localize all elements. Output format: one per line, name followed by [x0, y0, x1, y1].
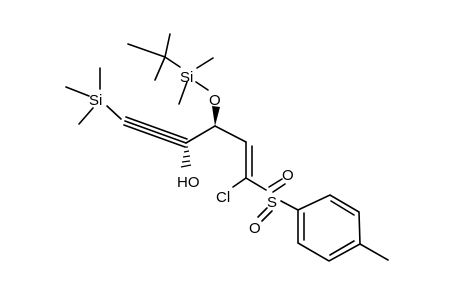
bond-vinyl-s — [245, 177, 267, 191]
bond-tbu-methyl-bottom — [154, 56, 166, 81]
bond-tms-methyl-left — [65, 86, 90, 97]
bond-tms-methyl-bottom — [78, 107, 94, 125]
bond-si-alkyne — [106, 105, 122, 120]
bond-tbu-methyl-left — [127, 43, 166, 58]
bond-c2-c3 — [185, 125, 216, 144]
bond-vinyl-cl — [232, 177, 247, 188]
bond-s-aryl — [280, 200, 299, 211]
si-tms-label: Si — [89, 92, 102, 109]
sulfonyl-o-bottom-label: O — [249, 220, 261, 237]
o-silyl-label: O — [209, 92, 221, 109]
bond-tbu-methyl-top — [164, 33, 171, 58]
sulfonyl-o-top-label: O — [282, 167, 294, 184]
sulfur-label: S — [267, 194, 277, 211]
bond-o-si — [195, 81, 209, 91]
tbs-group — [127, 33, 214, 105]
bond-c3-vinyl — [214, 125, 247, 143]
bond-si-tbu — [164, 56, 181, 68]
trimethylsilyl-group — [65, 67, 122, 125]
chloro-label: Cl — [216, 189, 230, 206]
sulfonyl-group — [257, 178, 299, 222]
tolyl-ring — [297, 194, 389, 262]
si-tbs-label: Si — [180, 69, 193, 86]
hydroxyl-label: HO — [177, 174, 200, 191]
alkyne-triple-bond — [123, 116, 188, 148]
vinyl-double-bond — [232, 141, 267, 191]
bond-si-methyl-lower — [178, 81, 188, 105]
hashed-wedge-oh — [180, 146, 192, 168]
bond-ring-methyl — [359, 243, 389, 261]
carbinol-center — [180, 125, 216, 168]
bond-si-methyl-right — [196, 57, 214, 69]
silyl-ether-center — [212, 106, 247, 143]
solid-wedge-o — [212, 106, 220, 126]
